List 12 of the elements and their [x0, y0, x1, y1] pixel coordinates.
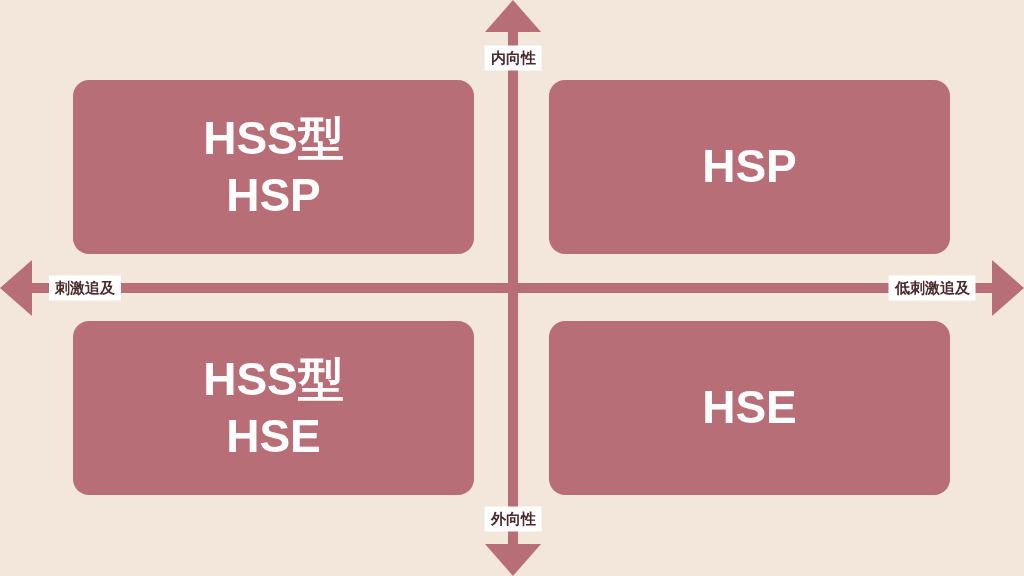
quadrant-box [549, 321, 950, 495]
quadrant-box [73, 321, 474, 495]
axis-label: 刺激追及 [49, 275, 121, 301]
axis-label: 低刺激追及 [888, 275, 976, 301]
box-label: HSS型 HSP [203, 110, 344, 223]
box-label: HSE [702, 380, 797, 436]
axis-label: 外向性 [484, 506, 542, 532]
axis-label: 内向性 [484, 45, 542, 71]
box-label: HSS型 HSE [203, 351, 344, 464]
quadrant-box [549, 80, 950, 254]
box-label: HSP [702, 139, 797, 195]
quadrant-box [73, 80, 474, 254]
